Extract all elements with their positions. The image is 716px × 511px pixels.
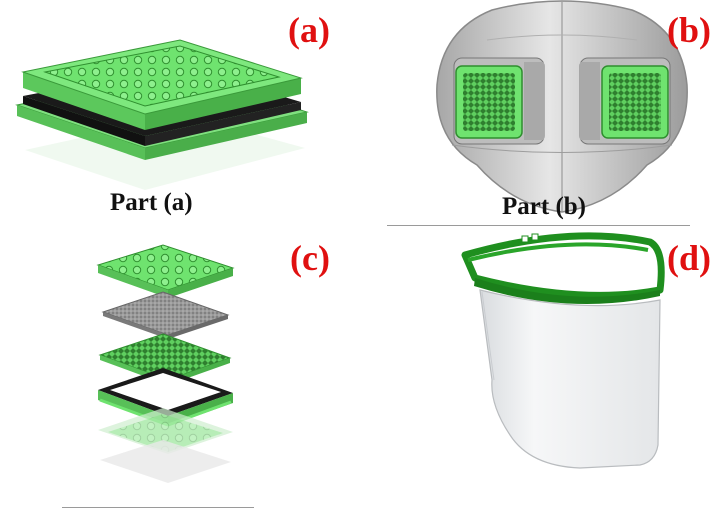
panel-label-d: (d) — [667, 238, 711, 278]
panel-b: (b) Part (b) — [360, 0, 716, 225]
divider-bottom-left — [62, 507, 254, 508]
panel-label-a: (a) — [288, 10, 330, 50]
panel-a: (a) Part (a) — [0, 0, 360, 225]
divider-top-right — [387, 225, 690, 226]
panel-d: (d) — [360, 228, 716, 511]
exploded-filter-stack-icon — [96, 244, 235, 483]
caption-part-b: Part (b) — [502, 193, 586, 220]
face-shield-icon — [461, 232, 665, 469]
caption-part-a: Part (a) — [110, 189, 193, 216]
panel-c: (c) — [0, 228, 360, 511]
panel-label-b: (b) — [667, 10, 711, 50]
respirator-mask-icon — [436, 0, 688, 213]
filter-cartridge-icon — [15, 39, 309, 190]
panel-label-c: (c) — [290, 238, 330, 278]
